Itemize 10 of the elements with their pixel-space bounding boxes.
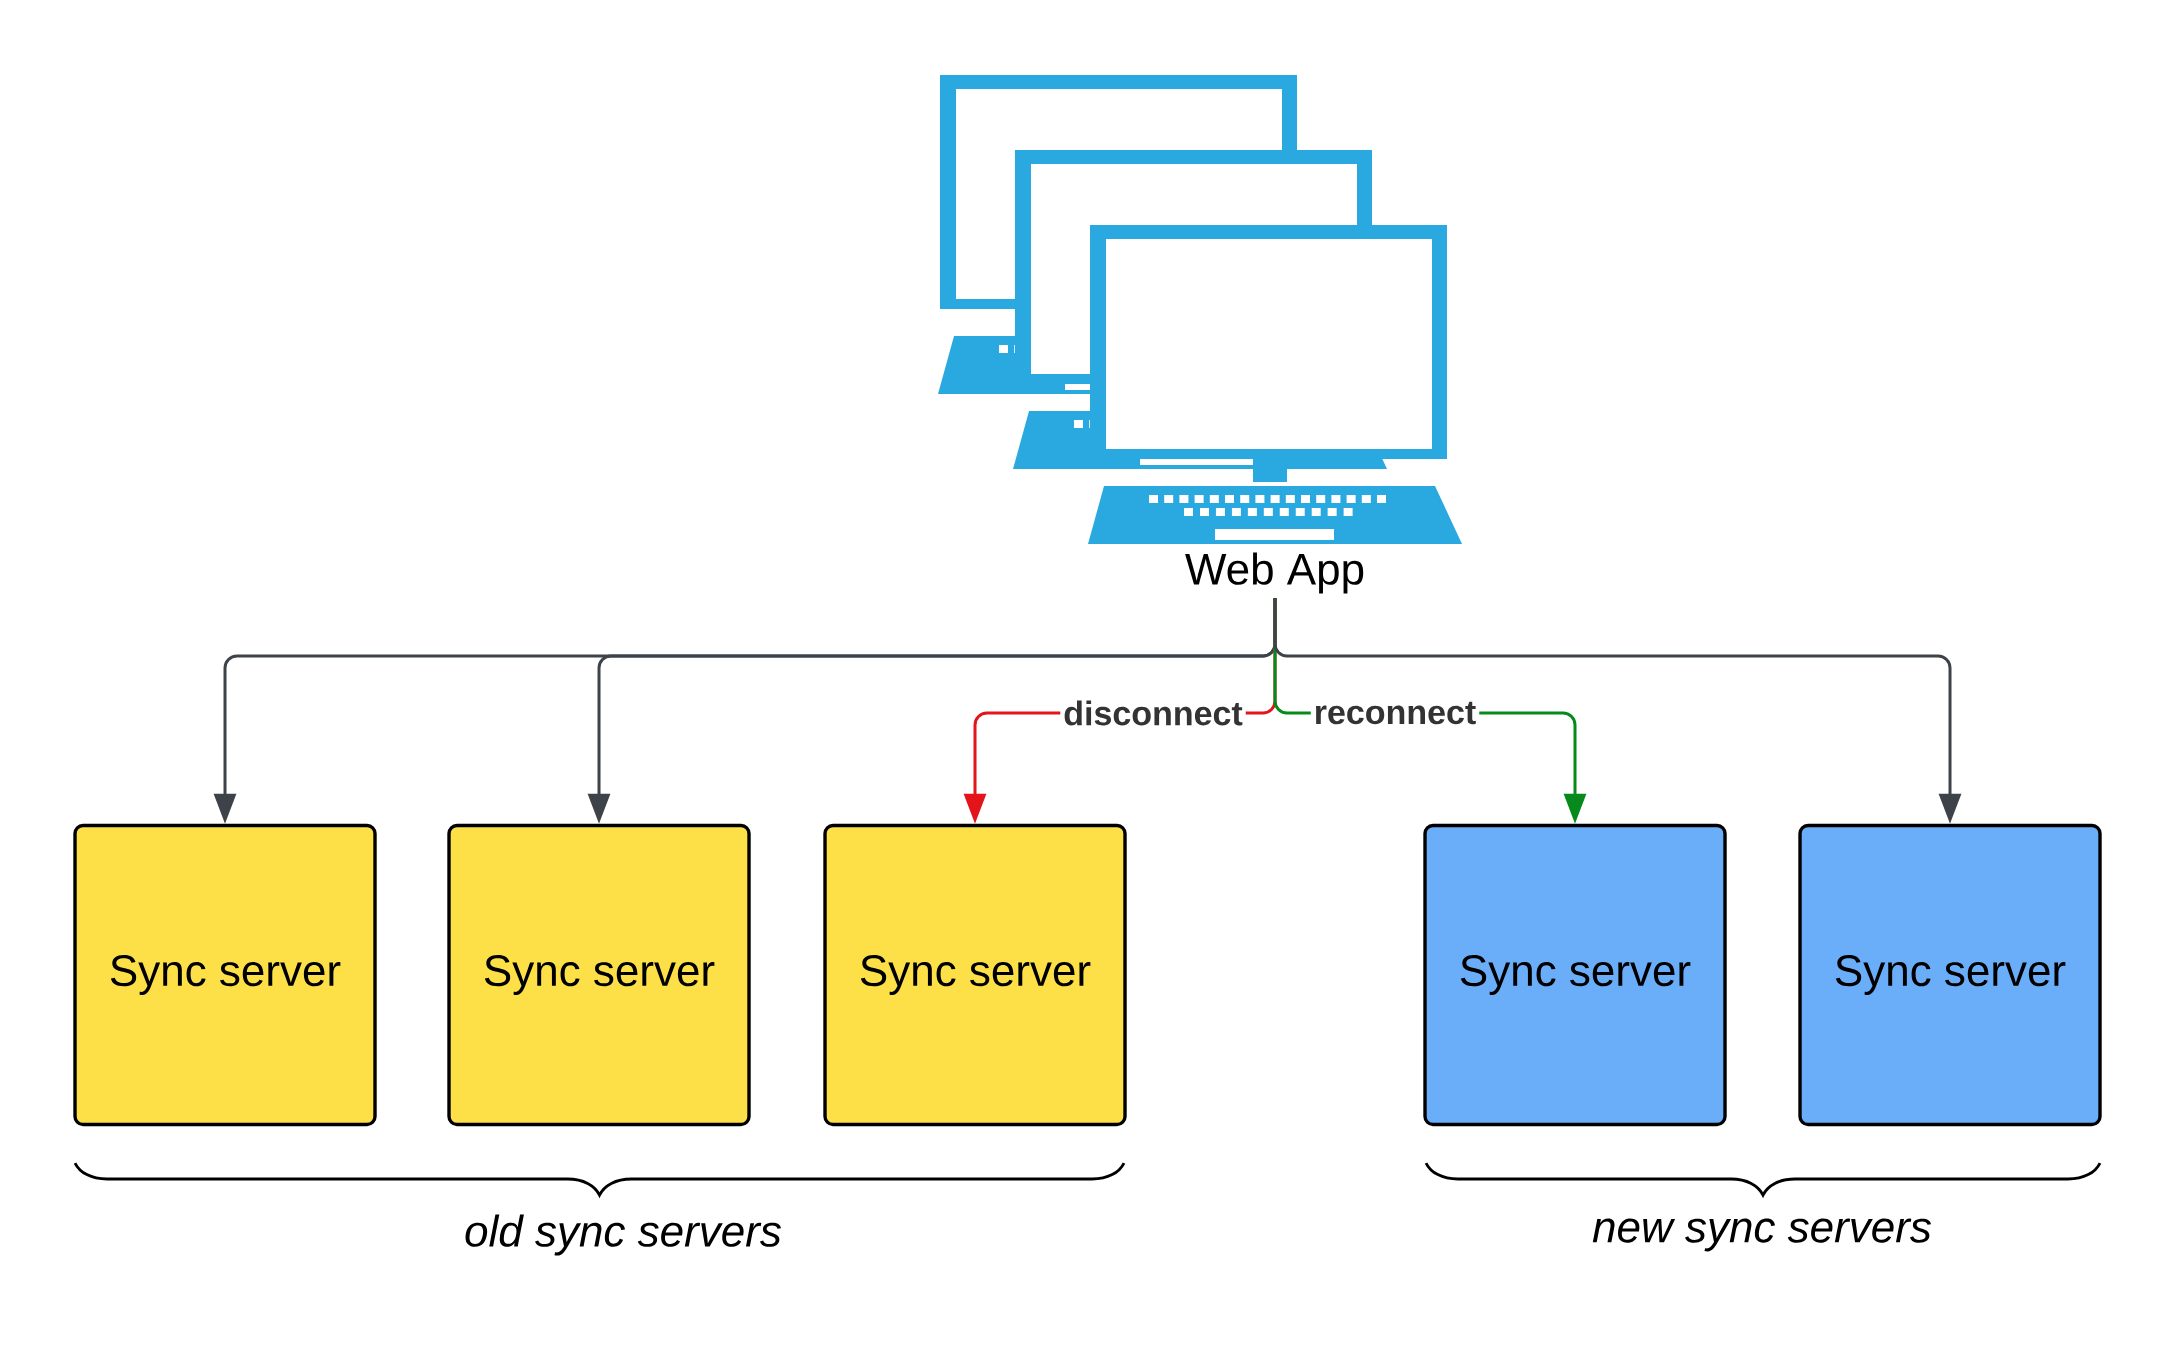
- group-caption: old sync servers: [465, 1214, 781, 1256]
- server-box: Sync server: [823, 823, 1127, 1127]
- server-box: Sync server: [1423, 823, 1727, 1127]
- edge-label: reconnect: [1310, 698, 1480, 728]
- app-label: Web App: [1185, 552, 1364, 594]
- server-box: Sync server: [1798, 823, 2102, 1127]
- edge-label: disconnect: [1060, 697, 1246, 729]
- server-box: Sync server: [447, 823, 751, 1127]
- server-box: Sync server: [73, 823, 377, 1127]
- group-caption: new sync servers: [1592, 1218, 1931, 1252]
